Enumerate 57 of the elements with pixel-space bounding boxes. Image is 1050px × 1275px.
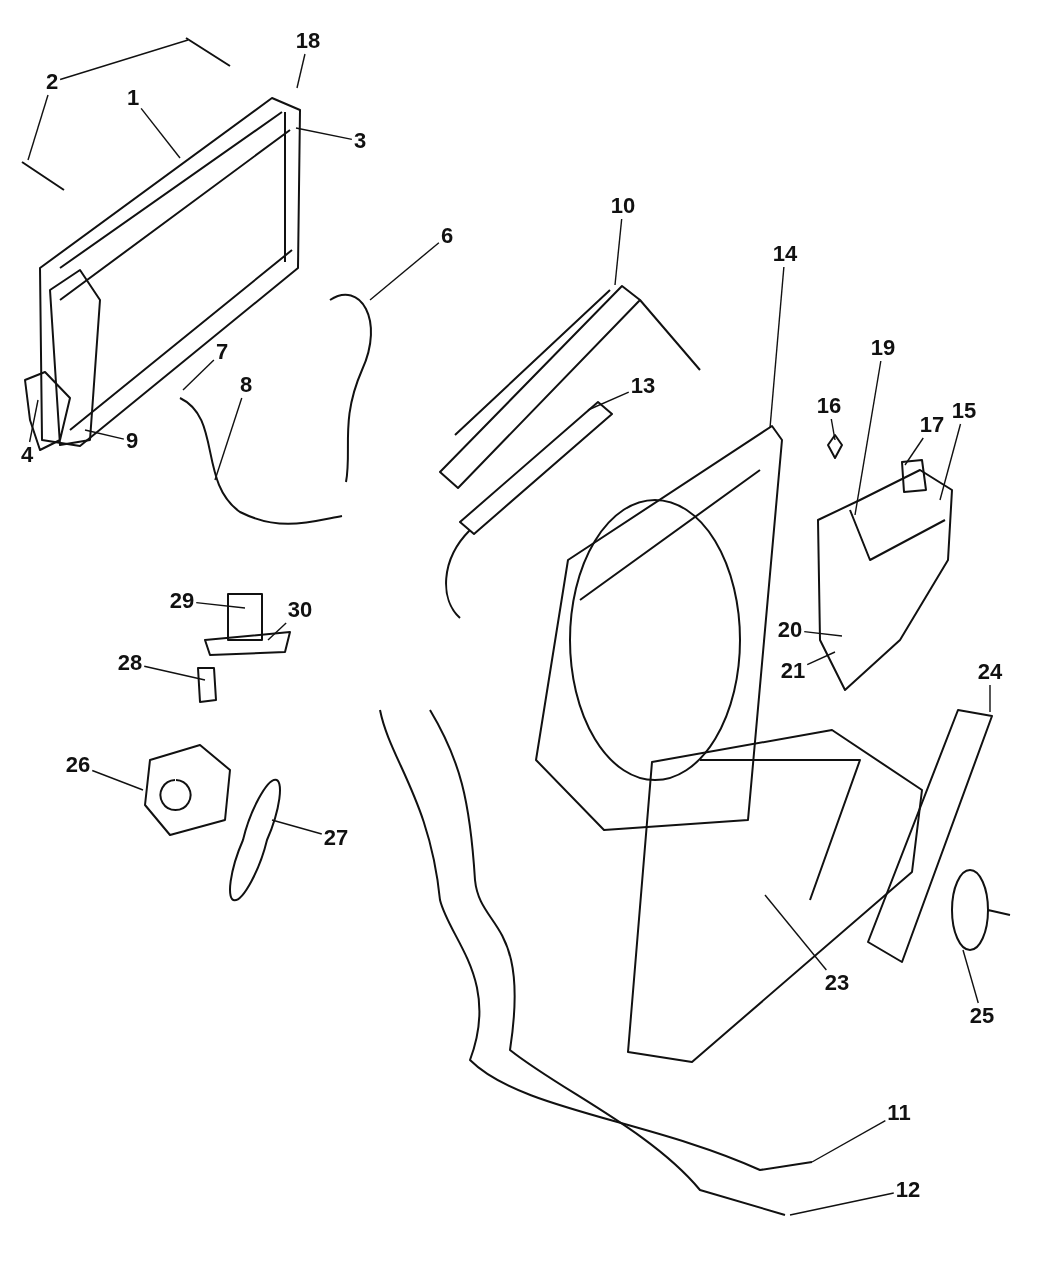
callout-number: 29	[169, 589, 195, 613]
callout-number: 14	[772, 242, 798, 266]
callout-number: 2	[45, 70, 59, 94]
leader-line	[806, 651, 836, 666]
callout-number: 1	[126, 86, 140, 110]
leader-line	[84, 429, 125, 440]
callout-number: 19	[870, 336, 896, 360]
callout-number: 6	[440, 224, 454, 248]
leader-line	[904, 437, 924, 466]
leader-line	[214, 397, 243, 481]
leader-line	[267, 622, 287, 641]
leader-line	[140, 107, 181, 159]
callout-number: 3	[353, 129, 367, 153]
leader-line	[989, 684, 991, 713]
callout-number: 8	[239, 373, 253, 397]
callout-number: 13	[630, 374, 656, 398]
callout-number: 26	[65, 753, 91, 777]
leader-line	[789, 1192, 895, 1216]
leader-line	[295, 127, 353, 141]
callout-number: 30	[287, 598, 313, 622]
callout-number: 18	[295, 29, 321, 53]
callout-number: 16	[816, 394, 842, 418]
leader-line	[939, 423, 962, 501]
leader-line	[182, 359, 215, 391]
callout-number: 10	[610, 194, 636, 218]
leader-line	[28, 399, 39, 443]
callout-number: 15	[951, 399, 977, 423]
callout-number: 24	[977, 660, 1003, 684]
callout-number: 9	[125, 429, 139, 453]
leader-line	[369, 242, 440, 301]
leader-line	[854, 360, 882, 516]
callout-number: 20	[777, 618, 803, 642]
callout-number: 4	[20, 443, 34, 467]
callout-number: 23	[824, 971, 850, 995]
leader-line	[587, 391, 630, 411]
leader-line	[764, 894, 828, 971]
leader-line	[27, 94, 49, 161]
callout-number: 11	[887, 1101, 911, 1125]
leader-line	[296, 53, 306, 89]
callout-number: 17	[919, 413, 945, 437]
callout-number: 25	[969, 1004, 995, 1028]
leader-line	[59, 39, 189, 81]
leader-line	[830, 418, 836, 441]
callout-number: 27	[323, 826, 349, 850]
leader-line	[769, 266, 785, 429]
callout-number: 12	[895, 1178, 921, 1202]
leader-line	[143, 665, 206, 681]
callout-number: 28	[117, 651, 143, 675]
leader-line	[962, 949, 979, 1004]
leader-line	[91, 769, 144, 791]
leader-line	[811, 1120, 887, 1163]
leader-line	[195, 601, 246, 609]
leader-line	[271, 819, 323, 835]
callout-number: 21	[780, 659, 806, 683]
leader-line	[803, 630, 843, 637]
callout-number: 7	[215, 340, 229, 364]
leader-line	[614, 218, 623, 286]
